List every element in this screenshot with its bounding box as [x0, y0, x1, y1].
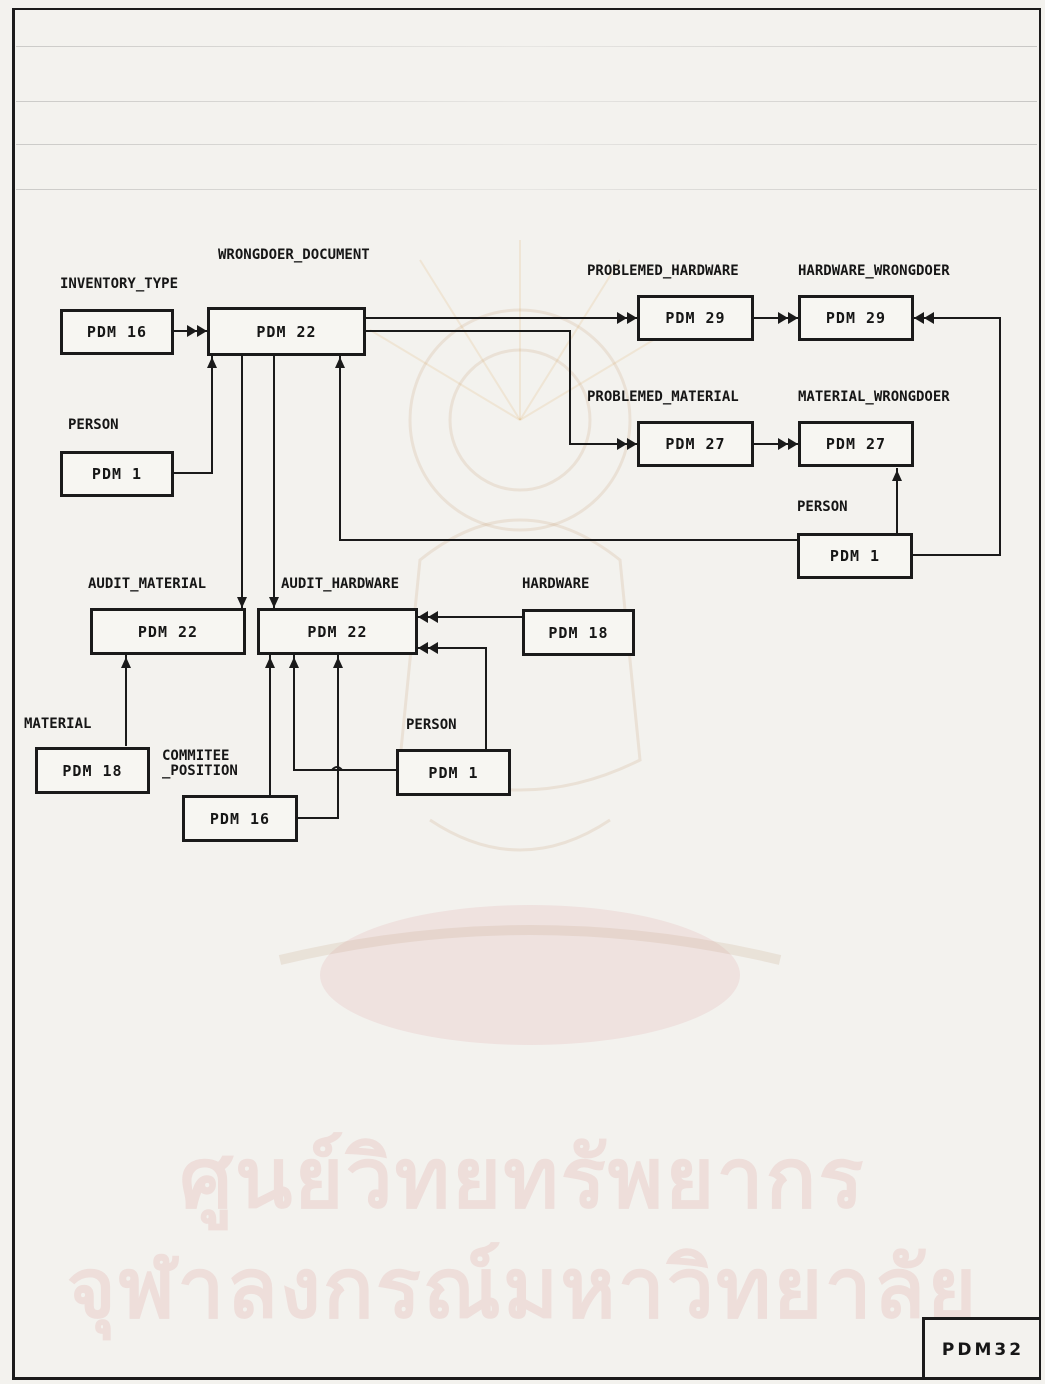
audit-hardware-label: AUDIT_HARDWARE	[281, 576, 399, 592]
entity-box: PDM 22	[90, 608, 246, 655]
entity-box: PDM 27	[798, 421, 914, 467]
committee-position-label-line-2: _POSITION	[162, 763, 238, 779]
entity-box: PDM 18	[522, 609, 635, 656]
material-label: MATERIAL	[24, 716, 91, 732]
wrongdoer-document-label: WRONGDOER_DOCUMENT	[218, 247, 370, 263]
entity-box: PDM 16	[182, 795, 298, 842]
entity-box: PDM 27	[637, 421, 754, 467]
person-label: PERSON	[406, 717, 457, 733]
entity-box: PDM 16	[60, 309, 174, 355]
material-wrongdoer-label: MATERIAL_WRONGDOER	[798, 389, 950, 405]
hardware-wrongdoer-label: HARDWARE_WRONGDOER	[798, 263, 950, 279]
entity-box: PDM 1	[396, 749, 511, 796]
person-label: PERSON	[797, 499, 848, 515]
entity-box: PDM 22	[257, 608, 418, 655]
committee-position-label-line-1: COMMITEE	[162, 748, 229, 764]
entity-box: PDM 1	[60, 451, 174, 497]
entity-box: PDM 22	[207, 307, 366, 356]
entity-box: PDM 29	[637, 295, 754, 341]
problemed-hardware-label: PROBLEMED_HARDWARE	[587, 263, 739, 279]
problemed-material-label: PROBLEMED_MATERIAL	[587, 389, 739, 405]
hardware-label: HARDWARE	[522, 576, 589, 592]
entity-box: PDM 29	[798, 295, 914, 341]
person-label: PERSON	[68, 417, 119, 433]
audit-material-label: AUDIT_MATERIAL	[88, 576, 206, 592]
inventory-type-label: INVENTORY_TYPE	[60, 276, 178, 292]
page-id: PDM32	[922, 1317, 1041, 1380]
entity-box: PDM 1	[797, 533, 913, 579]
entity-box: PDM 18	[35, 747, 150, 794]
